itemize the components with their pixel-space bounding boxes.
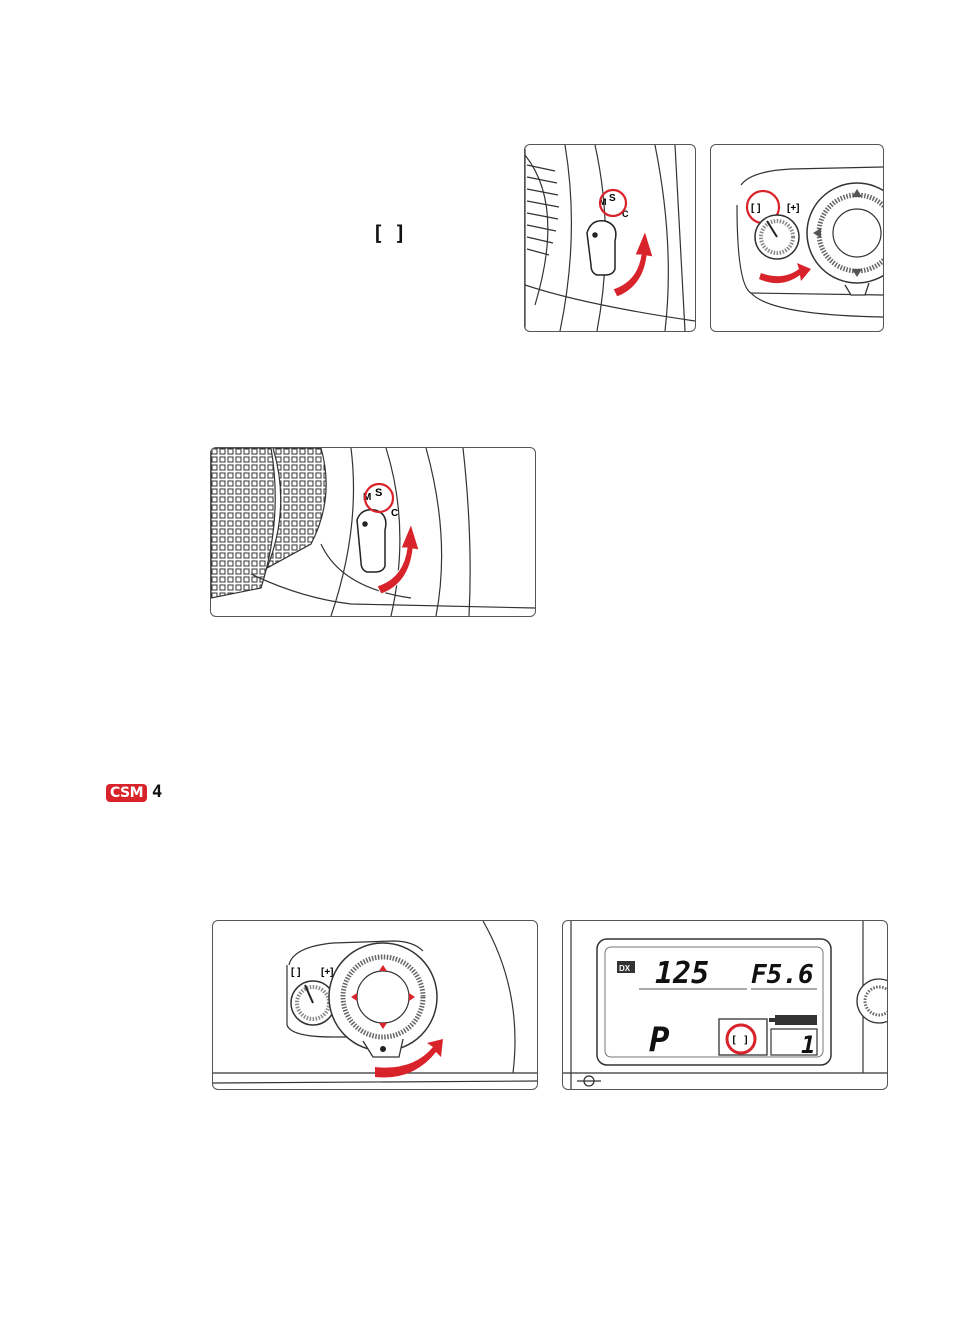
dial-label-single: [ ] [751, 203, 760, 214]
af-area-mode-selector-illustration: [ ] [+] [710, 144, 884, 332]
aperture-readout: F5.6 [751, 960, 814, 990]
selector-label-s: S [609, 193, 616, 204]
dial-label-single: [ ] [291, 967, 300, 978]
control-panel-lcd-illustration: DX 125 F5.6 P [ ] 1 [562, 920, 888, 1090]
exposure-mode-readout: P [649, 1020, 670, 1060]
dial-label-dynamic: [+] [321, 967, 334, 978]
csm-number: 4 [152, 782, 162, 802]
area-selector-rotate-illustration: [ ] [+] [212, 920, 538, 1090]
single-area-af-glyph: [ ] [372, 221, 405, 245]
shutter-speed-readout: 125 [655, 956, 709, 991]
dial-label-dynamic: [+] [787, 203, 800, 214]
focus-mode-selector-illustration-2: M S C [210, 447, 536, 617]
frame-count-readout: 1 [801, 1031, 815, 1059]
rotate-arrow-icon [613, 231, 653, 297]
af-area-icon: [ ] [731, 1035, 749, 1046]
selector-label-c: C [391, 508, 398, 519]
selector-label-s: S [375, 487, 382, 499]
focus-mode-selector-illustration: M S C [524, 144, 696, 332]
dx-indicator: DX [619, 964, 631, 973]
csm-badge: CSM [106, 784, 147, 802]
rotate-arrow-icon [759, 263, 811, 283]
